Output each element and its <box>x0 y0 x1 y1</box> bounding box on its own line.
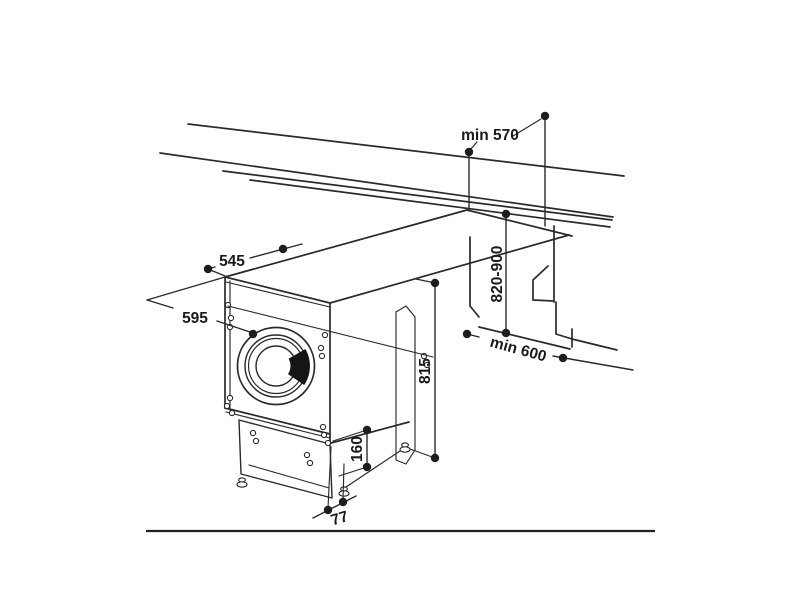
washer-front-bottom-edge <box>224 407 331 435</box>
dimension-point <box>248 329 258 339</box>
dimension-820-900: 820-900 <box>489 209 511 338</box>
dimension-min600: min 600 <box>462 329 634 371</box>
foot-front-right <box>338 486 350 497</box>
washer-feet <box>236 442 411 497</box>
hole-alignment-line <box>227 305 434 358</box>
niche-left-corner <box>146 276 226 301</box>
washer-front-bottom-inner <box>225 411 331 439</box>
dim-595-leader <box>146 299 254 334</box>
dimension-point <box>501 209 511 219</box>
washer-top-right-edge <box>329 234 570 304</box>
foot-back-right <box>399 442 411 453</box>
dim-77-drop-lines <box>327 446 345 509</box>
dimension-545: 545 <box>203 243 303 277</box>
dimension-point <box>203 264 213 274</box>
dimension-point <box>464 147 474 157</box>
dimension-point <box>501 328 511 338</box>
niche-floor-back-edge <box>478 326 571 350</box>
dimension-545-label: 545 <box>219 253 245 270</box>
worktop-lines <box>159 123 625 228</box>
washer-top-left-edge <box>224 209 468 278</box>
dimension-77-label: 77 <box>329 508 350 529</box>
washer-plinth-crease <box>248 464 330 489</box>
dimension-160-label: 160 <box>349 436 366 462</box>
dimension-815-label: 815 <box>417 358 434 384</box>
washer-side-molding <box>395 305 416 465</box>
dimension-point <box>278 244 288 254</box>
dimension-point <box>362 462 372 472</box>
niche-left-edge <box>146 276 226 301</box>
door-glass <box>255 345 297 387</box>
dimension-point <box>323 505 333 515</box>
cabinet-bottom-front <box>555 301 573 348</box>
worktop-front-top-edge <box>159 152 614 218</box>
dimension-point <box>338 497 348 507</box>
washer-feet-base-line <box>345 448 404 488</box>
dimension-160: 160 <box>332 425 372 477</box>
dimension-77: 77 <box>312 446 357 529</box>
dimension-min570: min 570 <box>461 111 550 227</box>
cabinet-plinth-line <box>571 338 618 351</box>
washer-top-front-edge <box>224 276 331 304</box>
dimension-820-900-label: 820-900 <box>489 246 506 303</box>
dimension-595-label: 595 <box>182 310 208 327</box>
foot-front-left <box>236 477 248 488</box>
dimension-815: 815 <box>409 278 440 463</box>
washer-side-back-edge <box>469 236 480 318</box>
worktop-front-band-top <box>222 170 613 221</box>
dimension-point <box>430 278 440 288</box>
worktop-back-edge <box>187 123 625 177</box>
dimension-point <box>558 353 568 363</box>
cabinet-notch <box>532 265 555 302</box>
washer-top-back-edge <box>466 209 573 237</box>
washer-plinth-panel <box>238 419 333 499</box>
dimension-595: 595 <box>146 299 258 339</box>
dimension-min600-label: min 600 <box>488 334 548 366</box>
dimension-min570-label: min 570 <box>461 127 519 144</box>
washing-machine <box>223 209 573 499</box>
dim-77-line <box>312 495 357 519</box>
dimension-point <box>462 329 472 339</box>
dimension-point <box>362 425 372 435</box>
washer-screw-holes <box>223 301 431 467</box>
dimension-point <box>430 453 440 463</box>
adjacent-cabinet <box>478 225 618 351</box>
worktop-front-band-bottom <box>249 179 611 228</box>
door-handle-icon <box>288 349 310 385</box>
door-outer-ring <box>236 326 316 406</box>
washer-panel-top-inner <box>225 281 331 308</box>
washer-door <box>236 326 316 406</box>
dimension-point <box>540 111 550 121</box>
